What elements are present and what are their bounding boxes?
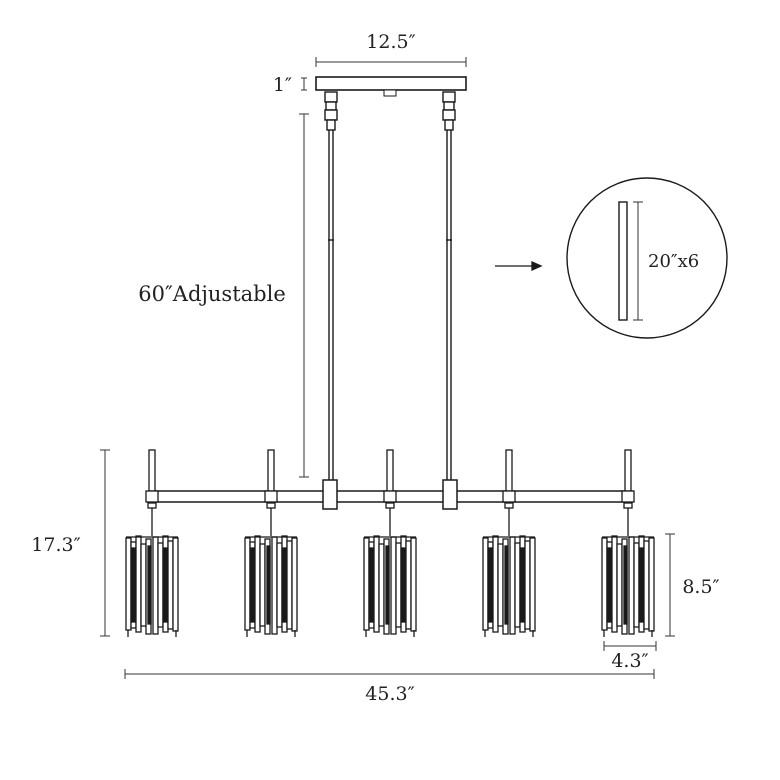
- candle-stem: [624, 449, 632, 492]
- shade-slat: [601, 537, 608, 631]
- bar-hub: [502, 490, 516, 503]
- shade-slat: [125, 537, 132, 631]
- shade-slat: [509, 536, 516, 635]
- shade-slat: [140, 543, 147, 627]
- shade-assemblies: [125, 449, 655, 637]
- shade-slat: [648, 537, 655, 632]
- shade-slat: [497, 543, 504, 627]
- drop-collar: [623, 502, 633, 509]
- shade-slat: [643, 540, 650, 630]
- shade-inner-column: [266, 545, 271, 625]
- shade-slat: [172, 537, 179, 632]
- bar-hub: [621, 490, 635, 503]
- shade-slat: [167, 540, 174, 630]
- shade-width-dimension: [603, 641, 657, 651]
- canopy: [315, 76, 467, 97]
- shade-slat: [492, 535, 499, 633]
- shade-slat: [276, 542, 283, 628]
- shade-inner-column: [385, 545, 390, 625]
- shade-slat: [611, 535, 618, 633]
- shade-inner-column: [250, 547, 255, 623]
- overall-width-label: 45.3″: [365, 683, 414, 705]
- bar-hub: [264, 490, 278, 503]
- drop-collar: [147, 502, 157, 509]
- shade-assembly: [244, 449, 298, 637]
- shade-inner-column: [504, 545, 509, 625]
- shade-slat: [373, 535, 380, 633]
- suspension-rods: [324, 91, 456, 480]
- shade-slat: [244, 537, 251, 631]
- shade-slat: [286, 540, 293, 630]
- shade-inner-column: [131, 547, 136, 623]
- overall-height-dimension: [100, 449, 110, 637]
- shade-inner-column: [282, 547, 287, 623]
- shade-width-label: 4.3″: [611, 650, 648, 672]
- bar-hub: [145, 490, 159, 503]
- shade-assembly: [601, 449, 655, 637]
- canopy-height-dimension: [301, 77, 307, 91]
- candle-stem: [148, 449, 156, 492]
- shade-slat: [135, 535, 142, 633]
- shade-slat: [410, 537, 417, 632]
- shade-slat: [271, 536, 278, 635]
- canopy-width-label: 12.5″: [366, 31, 415, 53]
- shade-slat: [363, 537, 370, 631]
- shade-slat: [628, 536, 635, 635]
- shade-slat: [157, 542, 164, 628]
- shade-slat: [254, 535, 261, 633]
- shade-slat: [152, 536, 159, 635]
- shade-assembly: [363, 449, 417, 637]
- candle-stem: [386, 449, 394, 492]
- canopy-width-dimension: [315, 57, 467, 67]
- shade-slat: [616, 543, 623, 627]
- overall-width-dimension: [124, 669, 655, 679]
- rod-length-label: 60″Adjustable: [138, 282, 286, 306]
- overall-height-label: 17.3″: [31, 534, 80, 556]
- shade-slat: [529, 537, 536, 632]
- bar-hub: [383, 490, 397, 503]
- shade-inner-column: [147, 545, 152, 625]
- shade-inner-column: [607, 547, 612, 623]
- shade-inner-column: [520, 547, 525, 623]
- candle-stem: [505, 449, 513, 492]
- shade-inner-column: [401, 547, 406, 623]
- shade-inner-column: [623, 545, 628, 625]
- shade-inner-column: [163, 547, 168, 623]
- shade-slat: [482, 537, 489, 631]
- candle-stem: [267, 449, 275, 492]
- shade-slat: [524, 540, 531, 630]
- shade-assembly: [125, 449, 179, 637]
- shade-slat: [395, 542, 402, 628]
- shade-slat: [378, 543, 385, 627]
- shade-height-label: 8.5″: [682, 576, 719, 598]
- rod-detail-arrow: [495, 260, 543, 272]
- canopy-height-label: 1″: [273, 74, 292, 96]
- shade-height-dimension: [665, 533, 675, 637]
- shade-slat: [291, 537, 298, 632]
- shade-slat: [405, 540, 412, 630]
- drop-collar: [266, 502, 276, 509]
- shade-assembly: [482, 449, 536, 637]
- shade-slat: [390, 536, 397, 635]
- shade-slat: [514, 542, 521, 628]
- rod-length-dimension: [299, 113, 309, 478]
- shade-slat: [633, 542, 640, 628]
- drop-collar: [385, 502, 395, 509]
- shade-inner-column: [488, 547, 493, 623]
- shade-slat: [259, 543, 266, 627]
- rod-detail-callout: [566, 177, 728, 339]
- shade-inner-column: [369, 547, 374, 623]
- drop-collar: [504, 502, 514, 509]
- shade-inner-column: [639, 547, 644, 623]
- rod-detail-label: 20″x6: [648, 251, 699, 272]
